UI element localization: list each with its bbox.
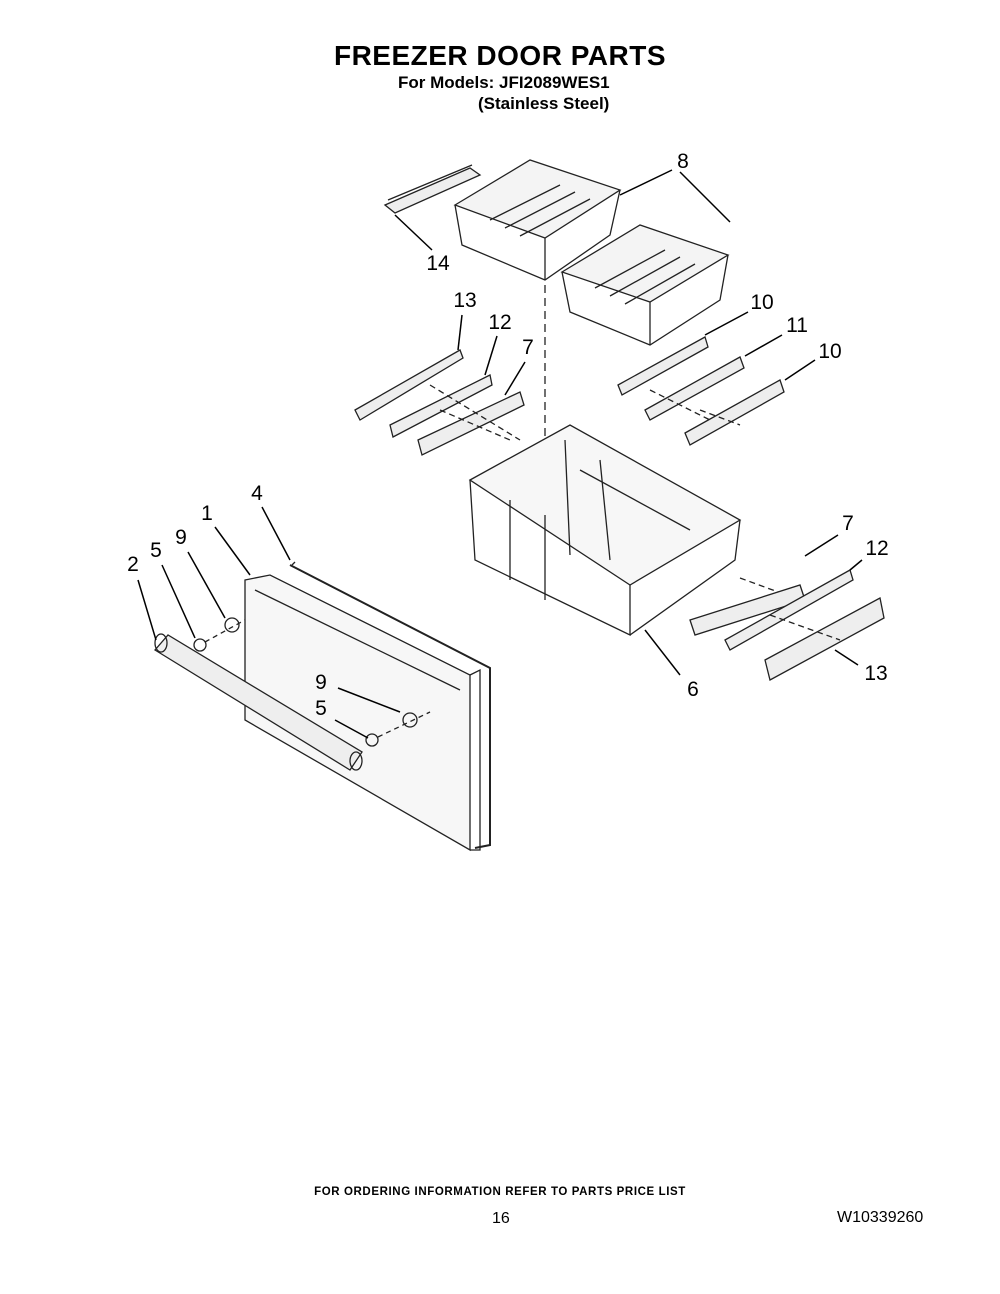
callout-10-b: 10	[818, 340, 842, 363]
part-8-basket-right	[560, 224, 730, 346]
callout-4: 4	[251, 482, 263, 505]
part-4-gasket	[289, 564, 491, 849]
document-number: W10339260	[837, 1209, 924, 1226]
part-9-spacer-2	[402, 712, 418, 728]
models-line: For Models: JFI2089WES1	[398, 73, 610, 92]
ordering-note: FOR ORDERING INFORMATION REFER TO PARTS …	[314, 1186, 686, 1198]
callout-5-b: 5	[315, 697, 327, 720]
part-5-screw-2	[365, 733, 379, 747]
part-6-basket	[468, 424, 742, 637]
callout-6: 6	[687, 678, 699, 701]
callout-10: 10	[750, 291, 774, 314]
callout-9: 9	[175, 526, 187, 549]
callout-2: 2	[127, 553, 139, 576]
part-9-spacer	[224, 617, 240, 633]
part-10-rail	[617, 336, 709, 396]
part-10-rail-2	[684, 379, 785, 446]
part-8-basket-left	[453, 159, 622, 281]
part-12-rail-2	[724, 569, 854, 651]
callout-12-b: 12	[865, 537, 889, 560]
callout-9-b: 9	[315, 671, 327, 694]
part-2-handle	[154, 633, 363, 771]
part-12-rail	[389, 374, 493, 438]
callout-5: 5	[150, 539, 162, 562]
callout-13-b: 13	[864, 662, 888, 685]
page-number: 16	[492, 1210, 510, 1227]
part-14-trim	[383, 164, 482, 214]
part-13-rail	[354, 349, 464, 421]
variant-line: (Stainless Steel)	[478, 94, 610, 113]
part-11-rail	[644, 356, 745, 421]
part-5-screw	[193, 638, 207, 652]
callout-7-b: 7	[842, 512, 854, 535]
callout-leaders	[137, 169, 863, 739]
callout-1: 1	[201, 502, 213, 525]
callout-11: 11	[786, 314, 808, 337]
page-title: FREEZER DOOR PARTS	[333, 40, 667, 71]
callout-8: 8	[677, 150, 689, 173]
callout-12: 12	[488, 311, 512, 334]
callout-14: 14	[426, 252, 450, 275]
part-13-rail-2	[764, 597, 885, 681]
callout-13: 13	[453, 289, 477, 312]
callout-7: 7	[522, 336, 534, 359]
